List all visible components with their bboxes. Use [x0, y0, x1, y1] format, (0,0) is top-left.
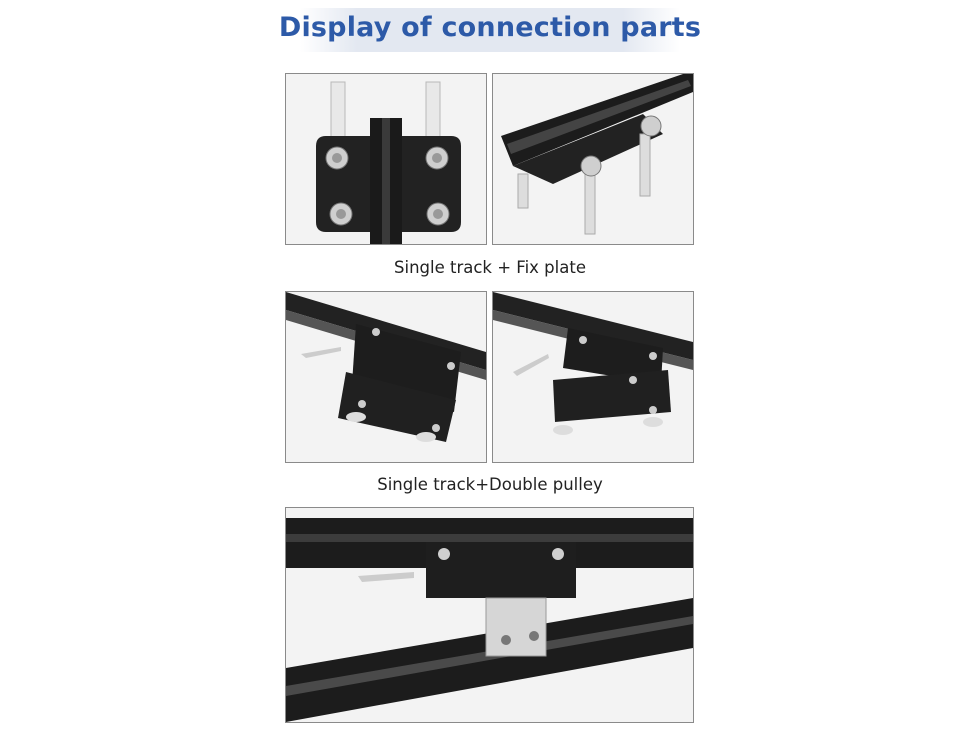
caption-double-pulley: Single track+Double pulley	[377, 475, 603, 494]
title-band	[300, 8, 680, 52]
double-pulley-right-photo	[492, 291, 694, 463]
page-title: Display of connection parts	[278, 12, 702, 43]
fix-plate-front-photo	[285, 73, 487, 245]
track-junction-photo	[285, 507, 694, 723]
fix-plate-angle-photo	[492, 73, 694, 245]
caption-fix-plate: Single track + Fix plate	[394, 258, 586, 277]
double-pulley-left-photo	[285, 291, 487, 463]
